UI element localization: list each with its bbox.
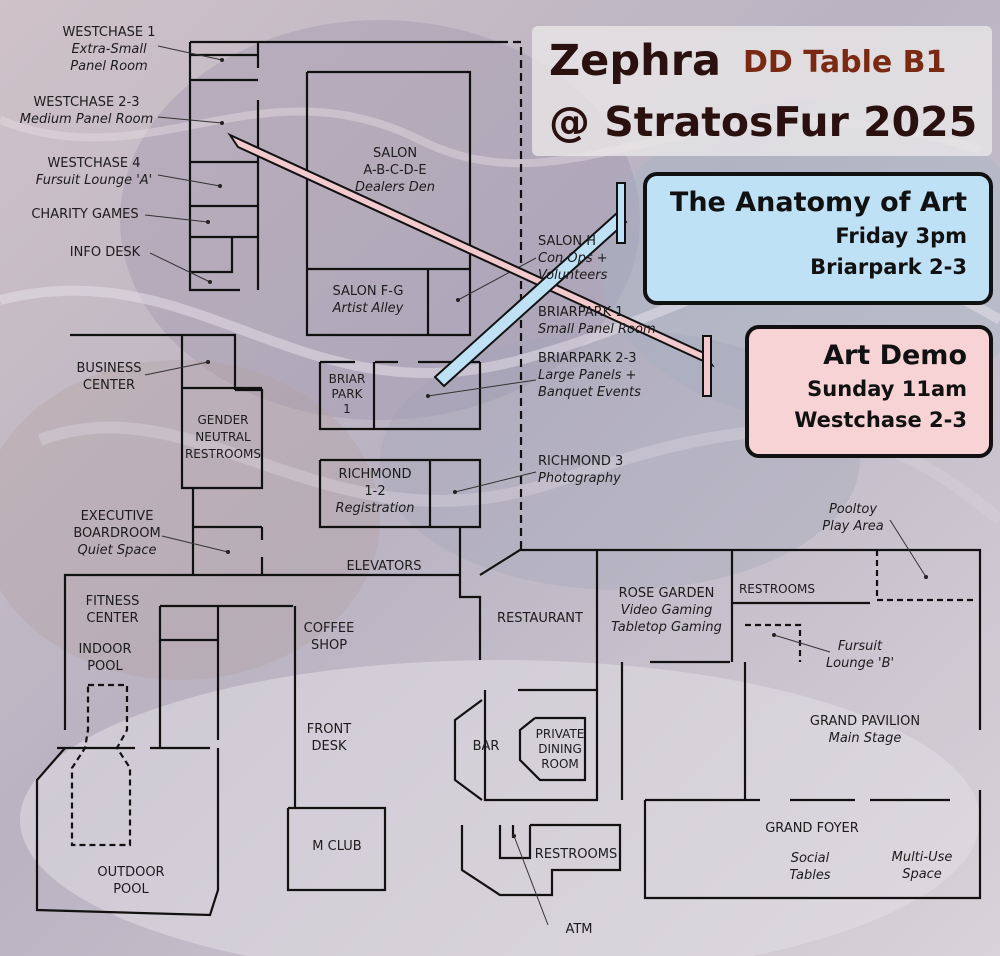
room-restaurant: RESTAURANT <box>497 611 583 626</box>
room-grand-foyer: GRAND FOYER <box>765 821 859 836</box>
room-elevators: ELEVATORS <box>346 559 422 574</box>
room-atm: ATM <box>565 922 593 937</box>
room-restrooms-lower: RESTROOMS <box>534 847 618 862</box>
panel-title: Art Demo <box>823 340 967 371</box>
room-bar: BAR <box>472 739 500 754</box>
panel-room: Briarpark 2-3 <box>810 255 967 279</box>
artist-name: Zephra <box>549 36 721 86</box>
walls <box>35 40 982 917</box>
panel-day: Sunday 11am <box>807 377 967 401</box>
header-panel <box>532 26 992 156</box>
room-dots <box>206 58 928 838</box>
panel-card-anatomy: The Anatomy of Art Friday 3pm Briarpark … <box>643 172 993 305</box>
room-info-desk: INFO DESK <box>69 245 141 260</box>
panel-room: Westchase 2-3 <box>794 408 967 432</box>
panel-day: Friday 3pm <box>835 224 967 248</box>
blue-arrow <box>433 182 628 388</box>
room-restrooms-upper: RESTROOMS <box>738 582 816 596</box>
table-label: DD Table B1 <box>743 45 947 80</box>
panel-card-art-demo: Art Demo Sunday 11am Westchase 2-3 <box>745 325 993 458</box>
panel-title: The Anatomy of Art <box>669 187 967 218</box>
event-name: @ StratosFur 2025 <box>549 98 978 146</box>
room-charity-games: CHARITY GAMES <box>31 207 139 222</box>
leader-lines <box>144 45 927 926</box>
room-m-club: M CLUB <box>312 839 362 854</box>
